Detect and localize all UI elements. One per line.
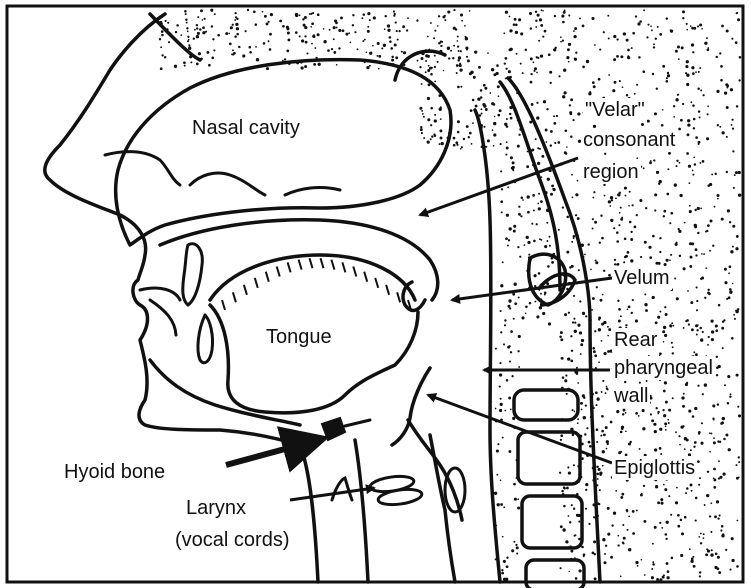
tongue-hatching: [222, 258, 411, 310]
vertebra: [526, 560, 584, 588]
label-velar-line2: consonant: [581, 128, 677, 152]
larynx-detail: [332, 478, 352, 500]
larynx-wall: [355, 440, 368, 582]
nasal-cavity-outline: [116, 60, 451, 245]
vertebra: [538, 274, 575, 305]
rear-pharyngeal-wall: [475, 110, 500, 582]
label-tongue: Tongue: [264, 325, 334, 349]
label-rear-line3: wall: [612, 384, 650, 408]
label-epiglottis: Epiglottis: [612, 456, 697, 480]
nasal-turbinate: [285, 188, 340, 195]
label-larynx-line2: (vocal cords): [173, 528, 291, 552]
vocal-cords: [369, 468, 465, 512]
mouth-floor: [150, 360, 300, 425]
hyoid-bone-shape: [322, 418, 345, 440]
lower-teeth: [198, 315, 213, 363]
upper-teeth: [183, 244, 203, 305]
label-larynx-line1: Larynx: [184, 496, 248, 520]
skull-base: [150, 14, 200, 60]
vocal-cord: [377, 487, 423, 507]
tongue-surface: [210, 255, 415, 300]
diagram-frame: [7, 6, 743, 582]
arrow-velar: [420, 158, 578, 215]
epiglottis-shape: [392, 368, 430, 445]
label-rear-line2: pharyngeal: [612, 356, 715, 380]
face-profile-outline: [45, 14, 318, 582]
vertebra: [514, 390, 578, 420]
label-rear-line1: Rear: [612, 328, 659, 352]
vertebra: [522, 496, 582, 548]
label-velar-line3: region: [581, 160, 641, 184]
label-velum: Velum: [612, 266, 672, 290]
label-nasal-cavity: Nasal cavity: [190, 116, 302, 140]
nasal-turbinate: [190, 173, 265, 195]
tongue-body: [210, 305, 418, 413]
vertebrae: [514, 254, 584, 588]
label-velar-line1: "Velar": [583, 98, 647, 122]
arrow-epiglottis: [428, 395, 612, 463]
label-hyoid-bone: Hyoid bone: [62, 460, 167, 484]
hyoid-bone-line: [345, 420, 370, 426]
